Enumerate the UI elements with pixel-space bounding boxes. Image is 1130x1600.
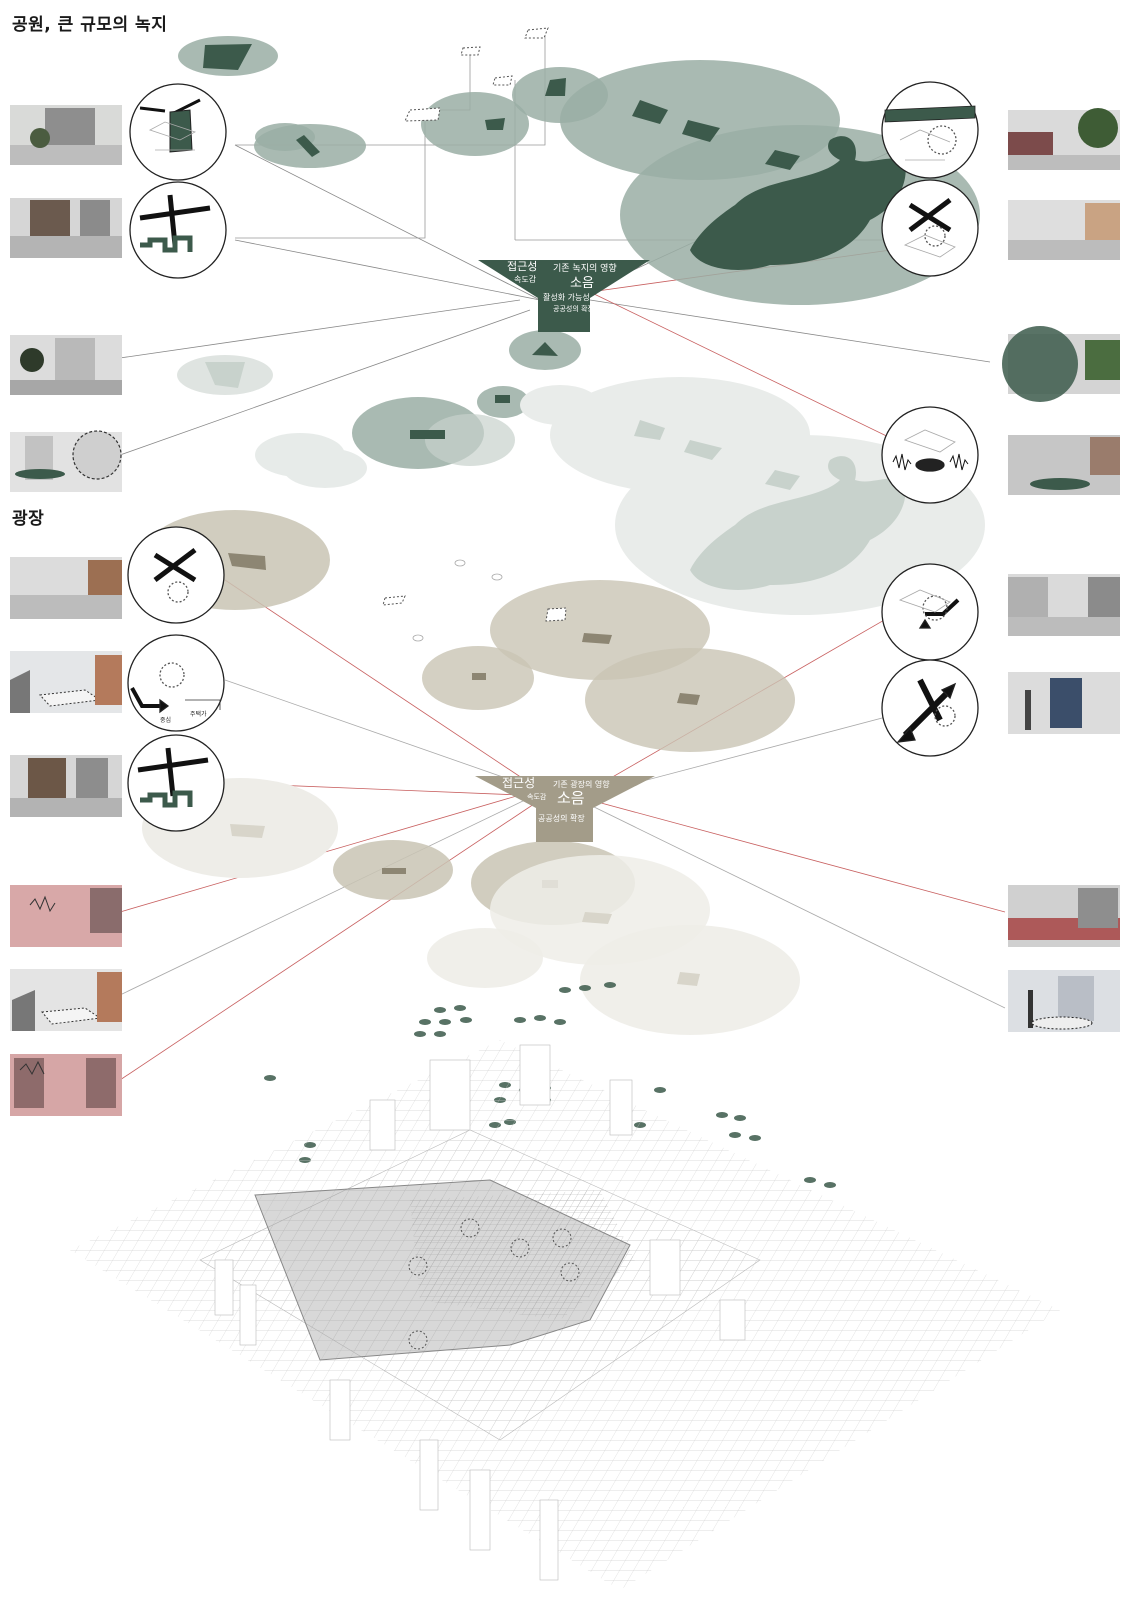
diagram-circle-noise-icon (881, 406, 979, 504)
plaza-label-existing-influence: 기존 광장의 영향 (553, 780, 610, 789)
plaza-section-title: 광장 (12, 509, 45, 529)
diagram-circle-turn-arrow-icon (881, 563, 979, 661)
park-green-layer (178, 27, 980, 305)
diagram-circle-merge-icon (129, 83, 227, 181)
plaza-label-speed: 속도감 (527, 793, 547, 801)
park-label-publicness: 공공성의 확장 (553, 305, 594, 313)
park-label-speed: 속도감 (514, 275, 537, 284)
diagram-circle-plaza-crossroad-icon (127, 734, 225, 832)
street-photo-8 (10, 885, 122, 947)
street-photo-5 (10, 557, 122, 619)
street-photo-9 (10, 969, 122, 1031)
diagram-circle-cross-icon (881, 179, 979, 277)
plaza-faded-layer (142, 778, 800, 1035)
street-photo-r2 (1008, 200, 1120, 260)
diagram-circle-double-arrow-icon (881, 659, 979, 757)
street-photo-1 (10, 105, 122, 165)
street-photo-r8 (1008, 970, 1120, 1032)
park-label-existing-influence: 기존 녹지의 영향 (553, 264, 617, 274)
street-photo-r1 (1008, 108, 1120, 170)
plaza-label-publicness: 공공성의 확장 (538, 814, 585, 823)
street-photo-2 (10, 198, 122, 258)
plaza-label-accessibility: 접근성 (502, 776, 536, 790)
park-label-activation: 활성화 가능성 (543, 293, 590, 302)
street-photo-r7 (1008, 885, 1120, 947)
street-photo-6 (10, 651, 122, 713)
park-label-noise: 소음 (570, 276, 594, 291)
diagram-circle-center-residential-icon: 중심 주택가 (127, 634, 225, 732)
street-photo-r3 (1002, 326, 1120, 402)
center-label: 중심 (160, 716, 171, 724)
park-diagram-circles (129, 81, 979, 504)
park-funnel (478, 260, 650, 332)
street-photo-3 (10, 335, 122, 395)
diagram-circle-crossroad-icon (129, 181, 227, 279)
city-isometric-map (70, 1040, 1060, 1590)
left-photo-column (10, 105, 122, 1116)
street-photo-r5 (1008, 574, 1120, 636)
park-section-title: 공원, 큰 규모의 녹지 (12, 15, 168, 35)
street-photo-10 (10, 1054, 122, 1116)
plaza-label-noise: 소음 (557, 789, 585, 807)
plaza-funnel (475, 776, 655, 842)
plaza-diagram-circles: 중심 주택가 (127, 526, 979, 832)
street-photo-r6 (1008, 672, 1120, 734)
diagram-circle-tilted-block-icon (881, 81, 979, 179)
residential-label: 주택가 (190, 710, 207, 718)
park-label-accessibility: 접근성 (507, 260, 538, 273)
street-photo-r4 (1008, 435, 1120, 495)
street-photo-7 (10, 755, 122, 817)
right-photo-column (1002, 108, 1120, 1032)
diagram-circle-plaza-cross-icon (127, 526, 225, 624)
street-photo-4 (10, 430, 122, 492)
